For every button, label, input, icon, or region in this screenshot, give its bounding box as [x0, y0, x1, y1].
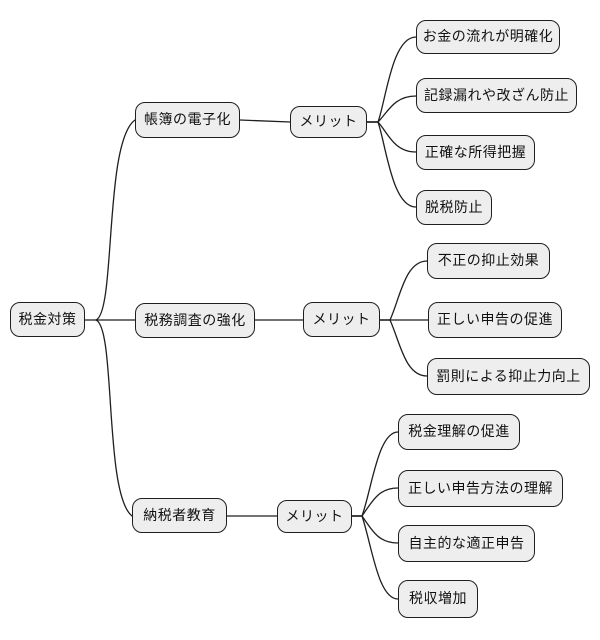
node-leaf-tax-understanding-promotion: 税金理解の促進 — [398, 414, 520, 450]
node-merit-3: メリット — [277, 500, 352, 533]
edge-ledger-to-merit — [239, 119, 291, 123]
edge-root-to-education — [95, 319, 133, 517]
node-leaf-accurate-income-grasp: 正確な所得把握 — [416, 135, 535, 170]
node-leaf-correct-filing-promotion: 正しい申告の促進 — [428, 302, 562, 338]
edge-merit2-child1 — [379, 260, 428, 321]
node-leaf-tax-revenue-increase: 税収増加 — [398, 580, 478, 618]
edge-merit1-child3 — [366, 121, 417, 153]
edge-merit3-child4 — [351, 515, 399, 600]
node-leaf-prevent-omission-tampering: 記録漏れや改ざん防止 — [416, 78, 577, 113]
node-merit-2: メリット — [303, 302, 380, 337]
node-branch-tax-audit-strengthening: 税務調査の強化 — [135, 303, 255, 338]
node-leaf-penalty-deterrence-improvement: 罰則による抑止力向上 — [427, 358, 590, 395]
node-branch-ledger-digitization: 帳簿の電子化 — [135, 102, 240, 138]
edge-merit2-child3 — [379, 319, 428, 377]
node-merit-1: メリット — [290, 106, 367, 138]
edge-merit1-child4 — [366, 121, 417, 208]
node-leaf-tax-evasion-prevention: 脱税防止 — [416, 190, 492, 225]
node-leaf-money-flow-clarified: お金の流れが明確化 — [416, 20, 560, 54]
edge-merit3-child1 — [351, 431, 399, 517]
node-leaf-voluntary-proper-filing: 自主的な適正申告 — [398, 525, 535, 562]
node-branch-taxpayer-education: 納税者教育 — [132, 498, 227, 533]
node-leaf-fraud-deterrence: 不正の抑止効果 — [427, 243, 550, 279]
node-root: 税金対策 — [10, 302, 85, 337]
edge-merit1-child1 — [366, 36, 417, 123]
edge-merit3-child3 — [351, 515, 399, 544]
edge-root-to-ledger — [95, 119, 136, 321]
edge-merit3-child2 — [351, 487, 399, 517]
node-leaf-correct-filing-method-understanding: 正しい申告方法の理解 — [398, 470, 563, 507]
edge-merit1-child2 — [366, 95, 417, 123]
